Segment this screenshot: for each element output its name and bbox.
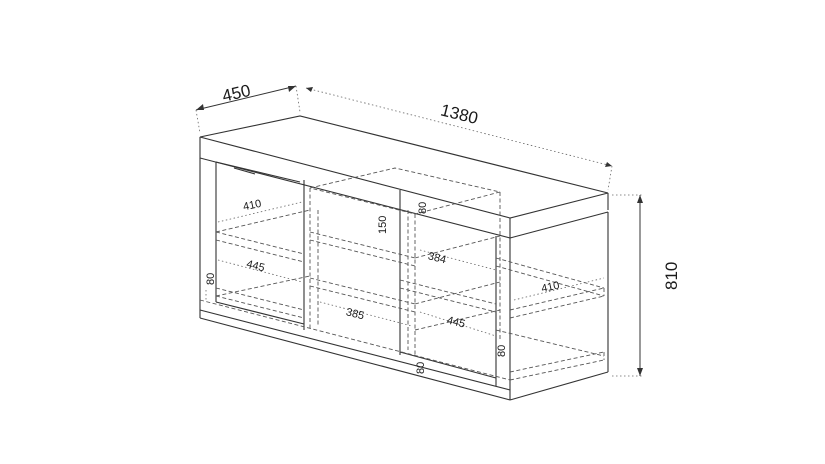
right-lower-shelf [495, 329, 605, 357]
right-shelf-side [509, 287, 605, 311]
arrowheads [196, 86, 643, 376]
plinth-front-edge [199, 317, 511, 401]
drawer-line-3 [309, 277, 416, 305]
right-bottom-shelf [399, 351, 497, 379]
bottom-inner [199, 299, 511, 381]
label-shelf-depth-left: 410 [242, 198, 262, 214]
right-lower-side-2 [509, 359, 605, 381]
top-front-edge [199, 137, 511, 239]
width-ext [607, 165, 613, 191]
left-lower-shelf [215, 287, 305, 311]
label-inner-depth-right: 445 [446, 314, 467, 330]
center-shelf [399, 279, 497, 305]
left-shelf-front [215, 231, 305, 255]
dimension-lines [195, 85, 644, 377]
depth-ext-right [295, 85, 301, 113]
label-inner-depth-left: 445 [245, 258, 266, 274]
left-lower-side [215, 275, 311, 297]
label-height: 810 [662, 262, 681, 290]
label-drawer-gap-top: 80 [417, 202, 429, 214]
label-width: 1380 [439, 100, 480, 128]
left-shelf-side [215, 209, 311, 233]
handle [233, 167, 256, 175]
right-shelf-side-2 [509, 295, 605, 319]
plinth-side-edge [509, 371, 609, 401]
label-plinth-bottom: 80 [415, 362, 427, 374]
left-shelf-front-2 [215, 239, 305, 263]
left-lower-shelf-2 [215, 295, 305, 319]
label-plinth-left: 80 [205, 273, 217, 285]
arrow-height-bottom [637, 368, 643, 376]
center-shelf-2 [399, 287, 497, 313]
label-shelf-depth-right: 410 [540, 280, 560, 296]
drawer-side-1 [414, 235, 501, 259]
arrow-depth-right [288, 86, 296, 92]
inner-top-left [215, 161, 301, 183]
drawer-line-4 [309, 285, 416, 313]
label-drawer-front-height: 150 [377, 216, 389, 234]
dim-410-right-line [513, 277, 605, 301]
dim-385-line [319, 301, 413, 327]
right-shelf-front-2 [495, 265, 605, 297]
arrow-width-right [605, 162, 612, 167]
top-panel [199, 115, 609, 219]
depth-dim-line [195, 85, 297, 111]
arrow-width-left [306, 87, 313, 92]
dim-384-line [419, 249, 497, 271]
label-depth: 450 [220, 81, 252, 106]
label-drawer-depth: 384 [427, 250, 448, 266]
drawer-line-1 [309, 231, 416, 259]
cabinet-outline [199, 115, 609, 401]
arrow-depth-left [196, 104, 204, 110]
label-drawer-width: 385 [345, 306, 366, 322]
width-dim-line [305, 87, 613, 167]
right-shelf-front [495, 257, 605, 289]
label-plinth-right: 80 [496, 345, 508, 357]
drawer-side-2 [414, 281, 501, 305]
left-bottom-shelf [215, 301, 305, 325]
dim-445-left-line [217, 259, 303, 283]
center-lower [414, 309, 501, 331]
arrow-height-top [637, 195, 643, 203]
right-lower-side [509, 351, 605, 373]
drawer-line-2 [309, 239, 416, 267]
top-side-edge [509, 211, 609, 239]
internal-structure [199, 167, 605, 381]
depth-ext-left [195, 109, 201, 134]
dim-445-right-line [419, 311, 497, 337]
